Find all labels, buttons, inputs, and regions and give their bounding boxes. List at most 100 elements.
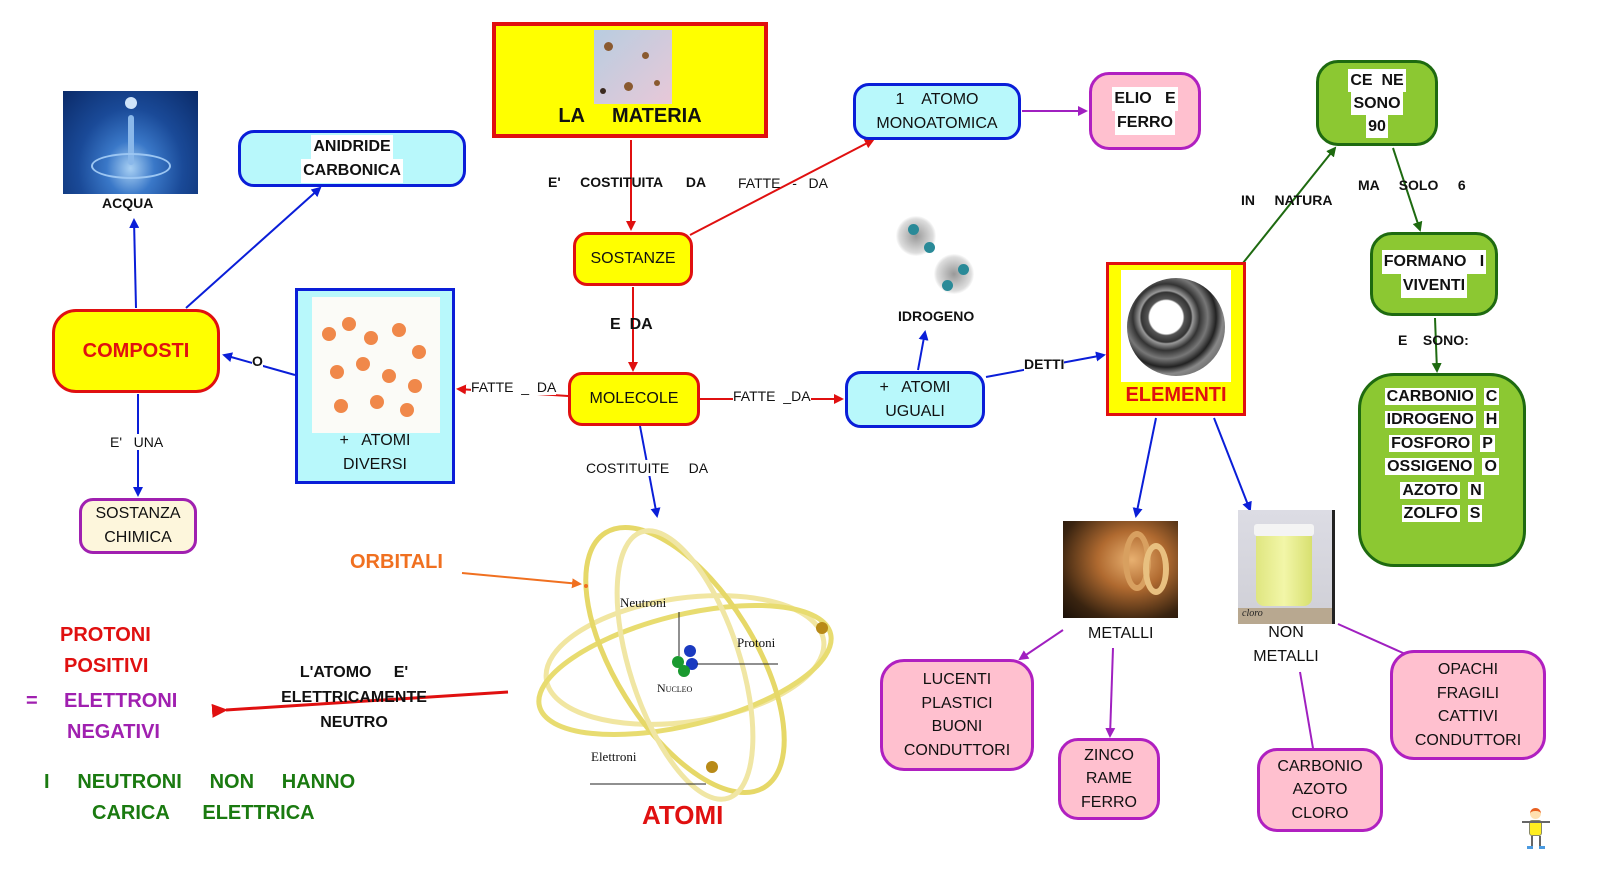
edge-composti-acqua <box>129 218 140 309</box>
element-symbol: S <box>1467 505 1483 522</box>
edge-atomiuguali-idrogeno <box>917 330 929 371</box>
acqua-label: ACQUA <box>102 195 154 211</box>
anidride-line1: ANIDRIDE <box>311 134 393 159</box>
element-symbol: O <box>1482 458 1499 475</box>
element-symbol: H <box>1483 411 1500 428</box>
element-row: IDROGENO H <box>1384 408 1500 432</box>
list-line: CONDUTTORI <box>1414 731 1522 749</box>
node-sostanza-chimica[interactable]: SOSTANZA CHIMICA <box>79 498 197 554</box>
non-metalli-image: cloro <box>1238 510 1335 624</box>
node-formano-i-viventi[interactable]: FORMANO I VIVENTI <box>1370 232 1498 316</box>
protoni-text: PROTONI <box>60 624 151 646</box>
atomi-title: ATOMI <box>642 800 724 830</box>
atomi-uguali-line2: UGUALI <box>885 402 945 420</box>
node-elio-ferro[interactable]: ELIO E FERRO <box>1089 72 1201 150</box>
sostanza-chimica-line1: SOSTANZA <box>95 505 181 522</box>
list-line: CLORO <box>1291 804 1349 822</box>
edge-neutro-cariche <box>211 690 509 718</box>
ce-ne-line3: 90 <box>1366 114 1388 138</box>
monoatomica-line2: MONOATOMICA <box>876 114 998 132</box>
idrogeno-label: IDROGENO <box>898 308 975 324</box>
atomi-uguali-line1: + ATOMI <box>879 378 951 396</box>
label-costituita: E' COSTITUITA DA <box>548 174 707 190</box>
node-atomi-diversi[interactable]: + ATOMI DIVERSI <box>295 288 455 484</box>
metalli-label: METALLI <box>1088 625 1154 642</box>
node-elementi[interactable]: ELEMENTI <box>1106 262 1246 416</box>
edge-90-formano <box>1392 147 1423 232</box>
nonmetal-examples-list: CARBONIO AZOTO CLORO <box>1277 755 1362 826</box>
element-symbol: N <box>1468 481 1484 499</box>
edge-elementi-metalli <box>1132 417 1157 518</box>
list-line: CARBONIO <box>1277 757 1363 775</box>
label-in-natura: IN NATURA <box>1241 192 1333 208</box>
node-sostanze[interactable]: SOSTANZE <box>573 232 693 286</box>
label-e-una: E' UNA <box>110 434 164 450</box>
sostanze-label: SOSTANZE <box>590 250 676 267</box>
element-name: OSSIGENO <box>1385 458 1475 475</box>
edge-elementi-nonmetalli <box>1213 417 1252 512</box>
list-line: BUONI <box>931 718 983 735</box>
elio-ferro-line2: FERRO <box>1115 111 1175 135</box>
label-detti: DETTI <box>1024 356 1065 372</box>
mascot-icon <box>1522 808 1550 850</box>
neutroni-caption: Neutroni <box>620 595 667 610</box>
elio-ferro-line1: ELIO E <box>1112 87 1178 111</box>
atom-illustration <box>536 524 834 802</box>
node-molecole[interactable]: MOLECOLE <box>568 372 700 426</box>
neutroni-text-line2: CARICA ELETTRICA <box>92 802 315 824</box>
cloro-caption: cloro <box>1242 608 1263 619</box>
element-row: ZOLFO S <box>1385 502 1500 526</box>
list-line: ZINCO <box>1084 746 1134 764</box>
atomi-diversi-line2: DIVERSI <box>342 456 407 473</box>
label-fatte-da-right: FATTE _DA <box>733 388 811 404</box>
label-costituite: COSTITUITE DA <box>586 460 709 476</box>
acqua-image <box>63 91 198 194</box>
orbitali-label: ORBITALI <box>350 551 443 573</box>
ce-ne-line1: CE NE <box>1348 68 1406 92</box>
neutro-line2: ELETTRICAMENTE <box>281 688 427 706</box>
node-monoatomica[interactable]: 1 ATOMO MONOATOMICA <box>853 83 1021 140</box>
element-name: IDROGENO <box>1384 411 1476 428</box>
node-nonmetal-examples[interactable]: CARBONIO AZOTO CLORO <box>1257 748 1383 832</box>
element-name: ZOLFO <box>1401 505 1460 522</box>
list-line: FRAGILI <box>1436 684 1500 702</box>
element-name: CARBONIO <box>1384 387 1476 405</box>
edge-orbitali <box>461 572 582 589</box>
list-line: LUCENTI <box>922 671 992 688</box>
edge-formano-lista <box>1431 317 1442 373</box>
node-atomi-uguali[interactable]: + ATOMI UGUALI <box>845 371 985 428</box>
elementi-label: ELEMENTI <box>1125 384 1227 406</box>
neutro-line3: NEUTRO <box>320 713 388 731</box>
equals-sign: = <box>26 690 38 712</box>
node-anidride-carbonica[interactable]: ANIDRIDE CARBONICA <box>238 130 466 187</box>
edge-nonmetalli-examples <box>1299 671 1319 762</box>
edge-sostanze-monoatomica <box>689 139 875 236</box>
list-line: CATTIVI <box>1437 708 1499 725</box>
sostanza-chimica-line2: CHIMICA <box>104 529 172 546</box>
element-row: AZOTO N <box>1385 479 1500 503</box>
node-composti[interactable]: COMPOSTI <box>52 309 220 393</box>
non-metalli-line1: NON <box>1268 624 1304 641</box>
non-metalli-line2: METALLI <box>1253 648 1319 665</box>
label-e-sono: E SONO: <box>1398 332 1469 348</box>
label-ma-solo: MA SOLO 6 <box>1358 177 1466 193</box>
anidride-line2: CARBONICA <box>301 158 403 183</box>
list-line: PLASTICI <box>921 694 993 712</box>
element-name: AZOTO <box>1400 481 1461 499</box>
composti-label: COMPOSTI <box>82 340 190 362</box>
node-ce-ne-sono-90[interactable]: CE NE SONO 90 <box>1316 60 1438 146</box>
element-symbol: P <box>1480 434 1495 452</box>
edge-metalli-props <box>1018 629 1064 661</box>
monoatomica-line1: 1 ATOMO <box>895 90 979 108</box>
label-o: O <box>252 353 263 369</box>
list-line: AZOTO <box>1292 781 1348 799</box>
node-la-materia[interactable]: LA MATERIA <box>492 22 768 138</box>
